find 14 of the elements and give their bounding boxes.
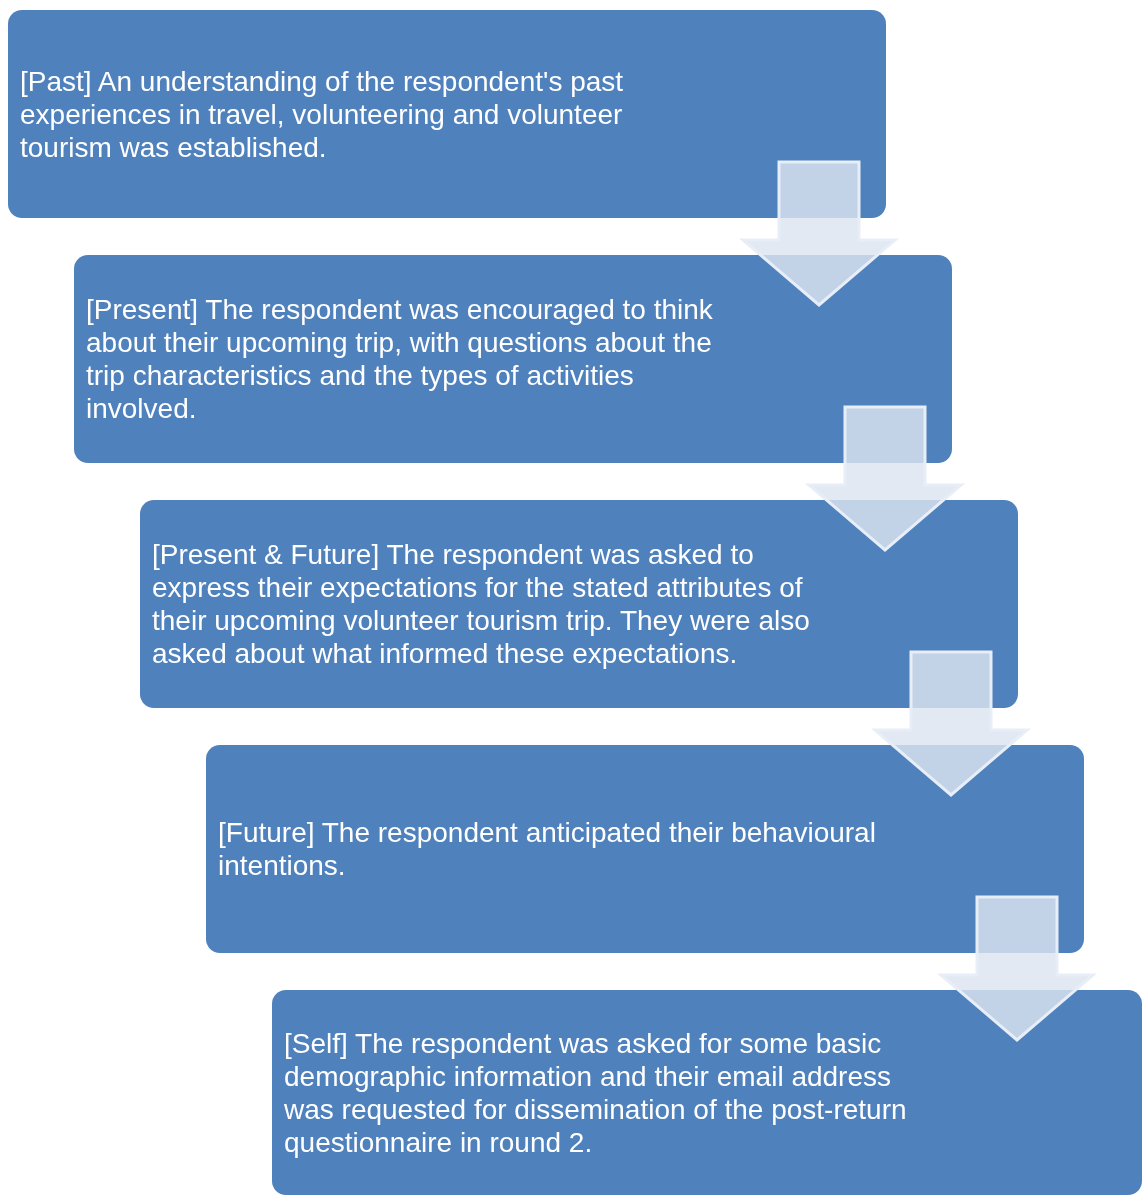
step-text: [Present & Future] The respondent was asked to express their expectations for the stated attributes of their upcoming volunteer tourism trip. They were also asked about what informed these expectations. xyxy=(152,538,811,670)
down-arrow xyxy=(870,650,1032,797)
down-arrow xyxy=(738,160,900,307)
step-text: [Past] An understanding of the respondent's past experiences in travel, volunteering and volunteer tourism was established. xyxy=(20,64,625,164)
step-text: [Self] The respondent was asked for some basic demographic information and their email address was requested for dissemination of the post-return questionnaire in round 2. xyxy=(284,1026,908,1159)
step-text: [Future] The respondent anticipated their behavioural intentions. xyxy=(218,816,877,882)
down-arrow xyxy=(936,895,1098,1042)
process-box xyxy=(206,745,1084,953)
process-box xyxy=(140,500,1018,708)
process-box xyxy=(8,10,886,218)
process-box xyxy=(74,255,952,463)
process-box xyxy=(272,990,1142,1195)
step-text: [Present] The respondent was encouraged to think about their upcoming trip, with questions about the trip characteristics and the types of activities involved. xyxy=(86,293,714,425)
down-arrow xyxy=(804,405,966,552)
